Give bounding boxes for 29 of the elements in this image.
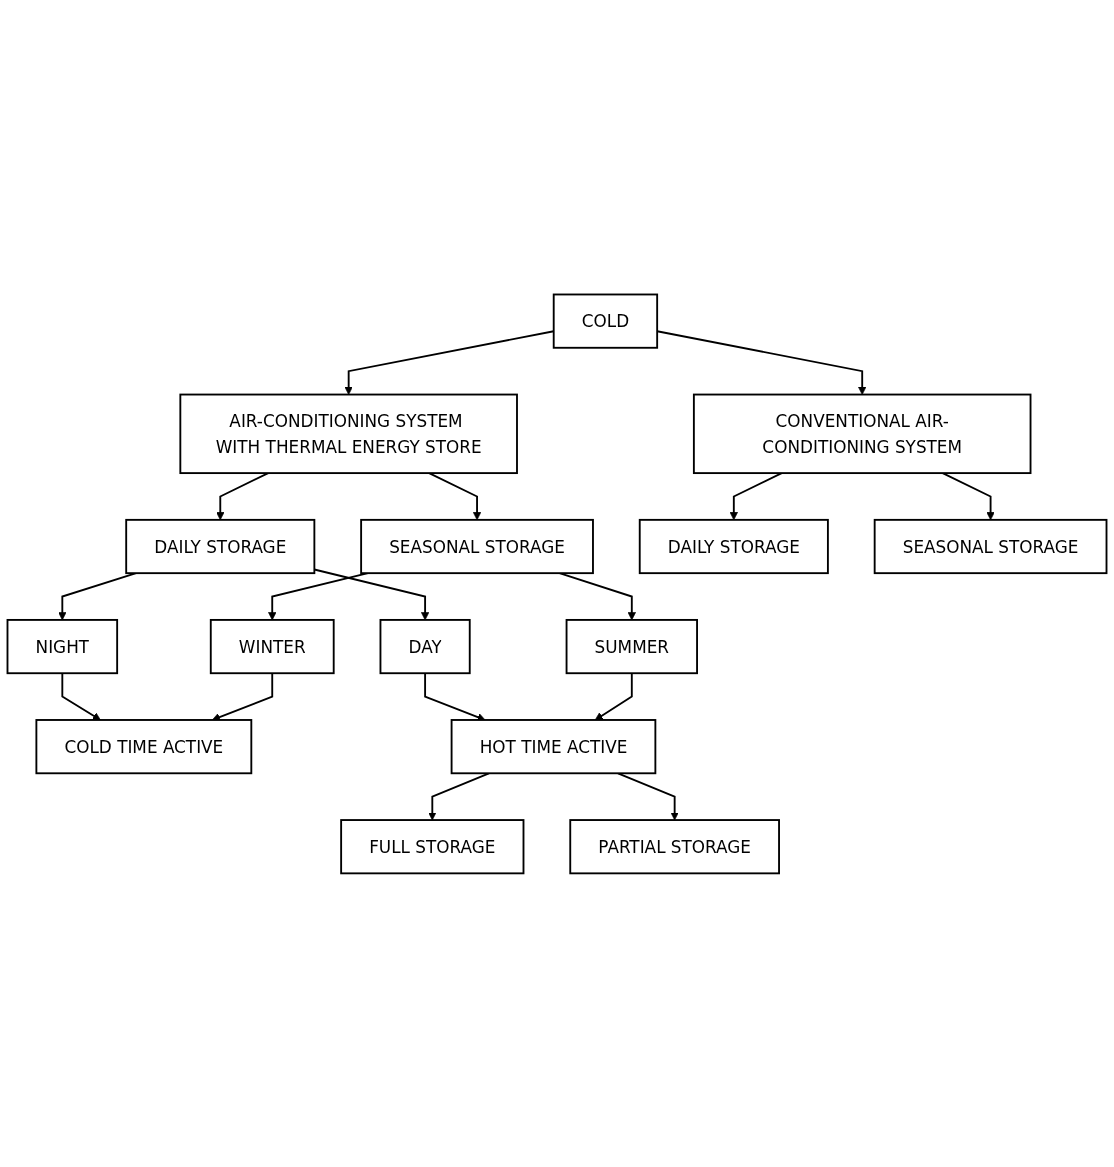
arrow <box>313 568 430 620</box>
node-box: FULL STORAGE <box>340 818 525 874</box>
node-box: SUMMER <box>565 618 698 674</box>
arrow <box>428 771 490 820</box>
node-box: HOT TIME ACTIVE <box>450 718 657 774</box>
node-box: COLD <box>552 293 659 349</box>
node-box: AIR-CONDITIONING SYSTEM WITH THERMAL ENERGY STORE <box>179 393 518 474</box>
node-box: DAY <box>379 618 471 674</box>
arrow <box>268 571 369 620</box>
arrow <box>617 771 679 820</box>
arrow <box>729 471 783 520</box>
node-box: SEASONAL STORAGE <box>873 518 1108 574</box>
node-box: NIGHT <box>6 618 119 674</box>
arrow <box>941 471 995 520</box>
node-box: SEASONAL STORAGE <box>360 518 594 574</box>
node-box: CONVENTIONAL AIR-CONDITIONING SYSTEM <box>692 393 1032 474</box>
node-box: COLD TIME ACTIVE <box>35 718 253 774</box>
arrow <box>424 671 486 721</box>
arrow <box>58 571 138 620</box>
node-box: WINTER <box>209 618 335 674</box>
node-box: DAILY STORAGE <box>638 518 829 574</box>
arrow <box>61 671 101 720</box>
arrow <box>428 471 482 520</box>
arrow <box>216 471 270 520</box>
arrow <box>594 671 633 720</box>
node-box: PARTIAL STORAGE <box>569 818 780 874</box>
arrow <box>558 571 636 620</box>
arrow <box>211 671 274 721</box>
node-box: DAILY STORAGE <box>125 518 316 574</box>
